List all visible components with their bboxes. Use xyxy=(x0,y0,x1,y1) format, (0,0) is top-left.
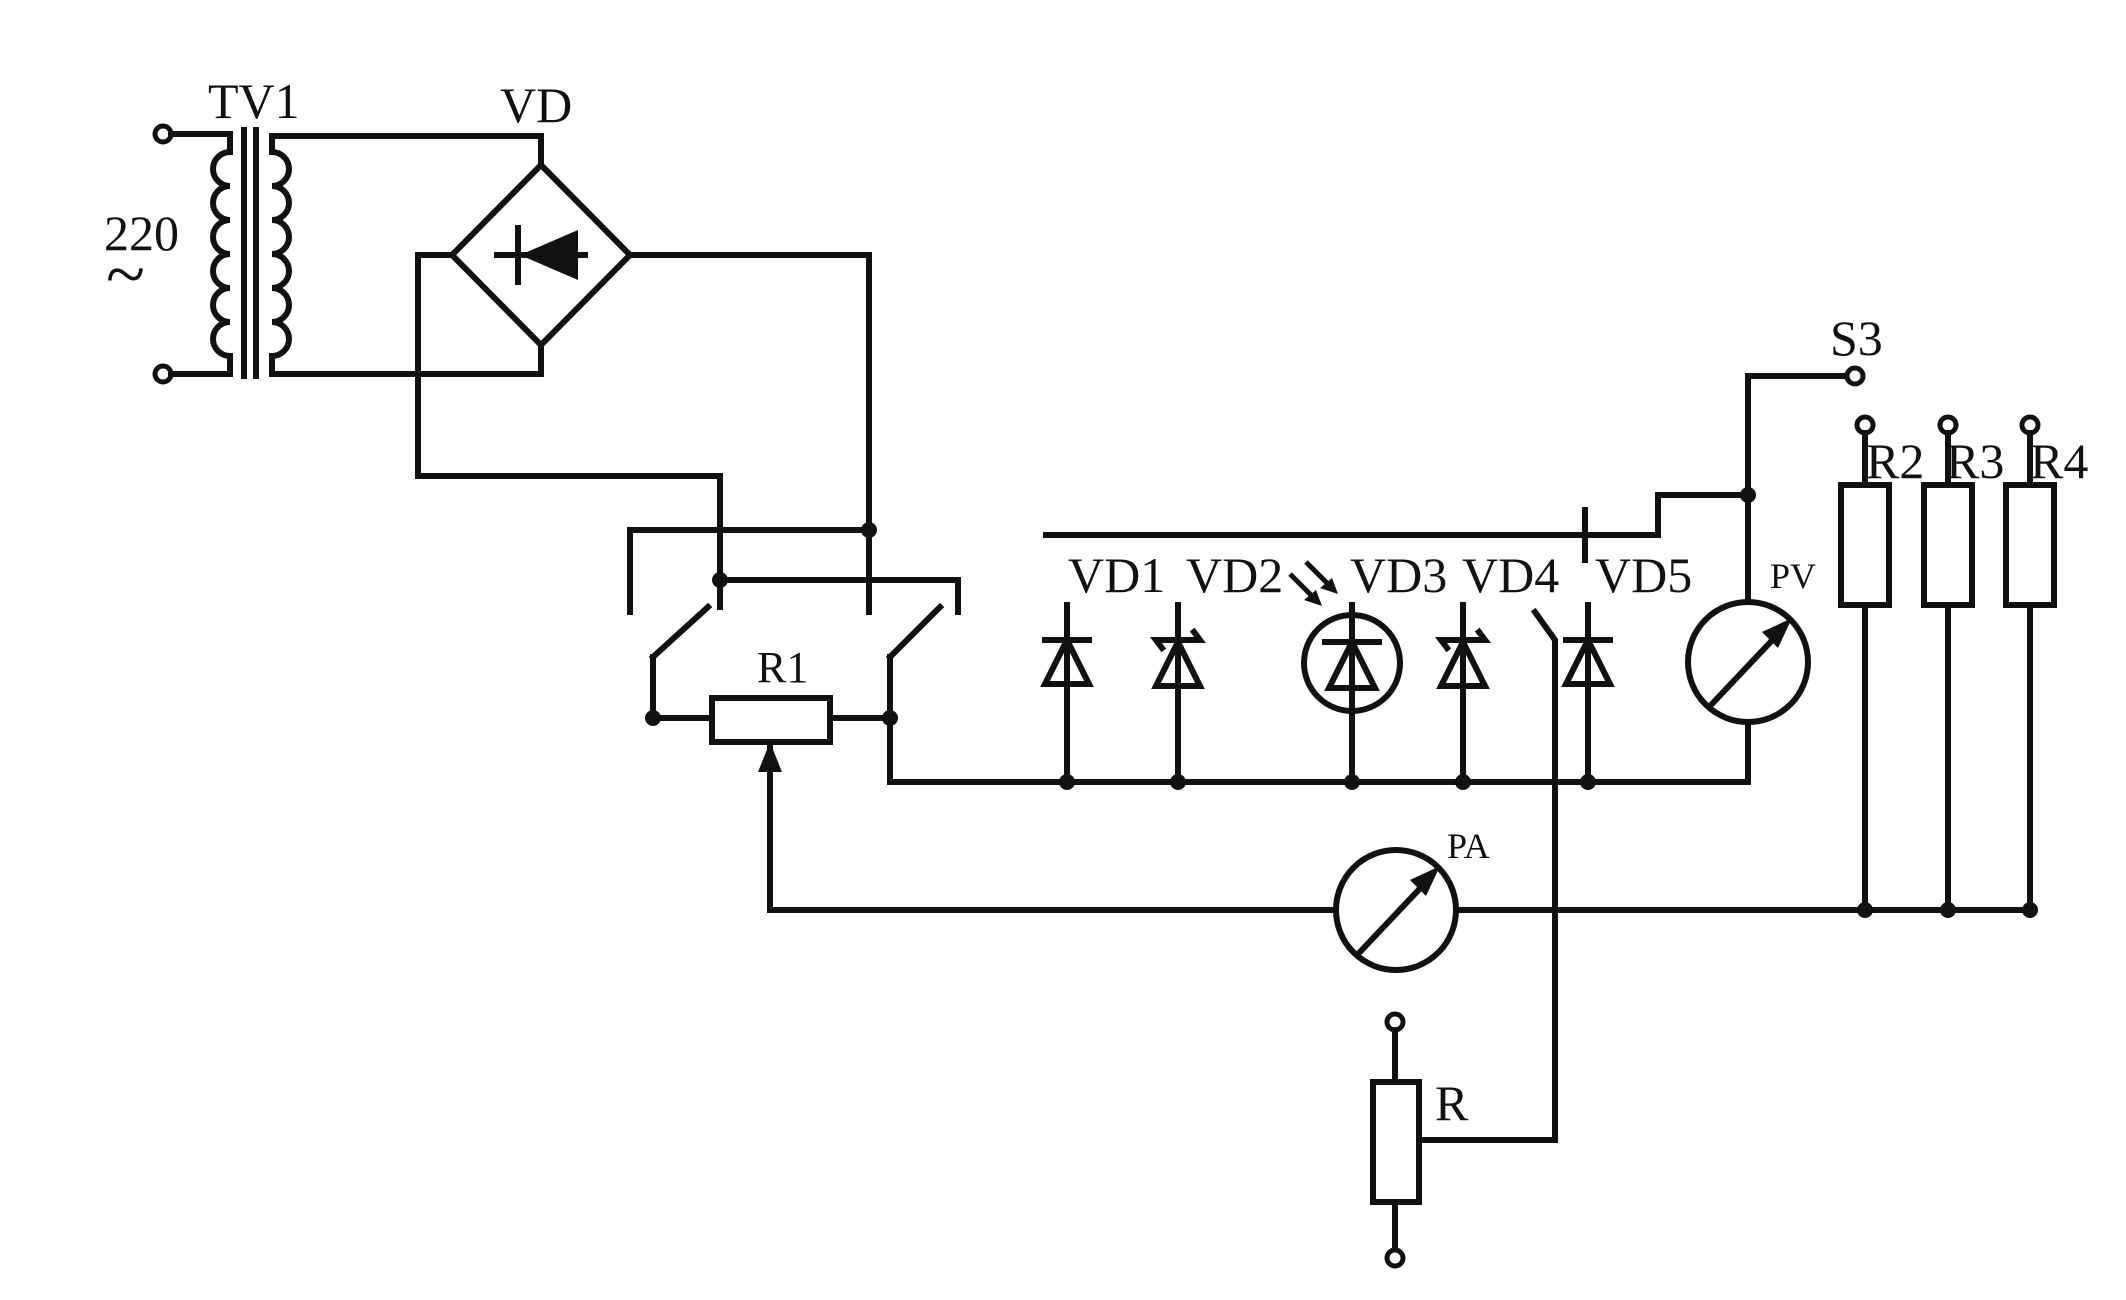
resistor-r[interactable] xyxy=(1370,1011,1422,1269)
label-r3: R3 xyxy=(1946,433,2004,489)
diode-vd3-led xyxy=(1288,560,1403,790)
diode-bus-top xyxy=(1043,492,1751,538)
primary-winding xyxy=(210,148,234,360)
label-r1: R1 xyxy=(757,643,808,692)
diode-vd5 xyxy=(1561,602,1615,790)
transformer-tv1 xyxy=(152,123,544,385)
wiper-arrow-icon xyxy=(758,742,782,772)
ammeter-pa xyxy=(767,847,2033,973)
label-vd4: VD4 xyxy=(1462,547,1559,603)
label-pa: PA xyxy=(1447,826,1490,866)
label-pv: PV xyxy=(1770,556,1816,596)
label-ac-symbol: ~ xyxy=(106,234,145,314)
resistor-r2[interactable] xyxy=(1838,414,1892,918)
resistor-r3[interactable] xyxy=(1921,414,1975,918)
label-r2: R2 xyxy=(1866,433,1924,489)
diode-bus-bottom xyxy=(887,715,1751,785)
diode-vd2 xyxy=(1150,602,1206,790)
label-vd2: VD2 xyxy=(1186,547,1283,603)
label-r: R xyxy=(1435,1075,1469,1131)
probe-wire[interactable] xyxy=(1422,607,1558,1143)
label-s3: S3 xyxy=(1830,310,1883,366)
voltmeter-pv xyxy=(1685,487,1811,785)
label-tv1: TV1 xyxy=(208,73,300,129)
potentiometer-r1[interactable] xyxy=(645,695,898,913)
voltmeter-needle-icon xyxy=(1762,618,1792,648)
resistor-r4[interactable] xyxy=(2003,414,2057,918)
label-vd1: VD1 xyxy=(1068,547,1165,603)
bridge-rectifier-vd xyxy=(415,160,872,583)
label-vd5: VD5 xyxy=(1595,547,1692,603)
label-mains-voltage: 220 xyxy=(104,205,179,261)
label-vd3: VD3 xyxy=(1350,547,1447,603)
secondary-winding xyxy=(268,148,292,360)
bridge-diode-icon xyxy=(520,230,578,280)
diode-vd4 xyxy=(1435,602,1491,790)
label-vd: VD xyxy=(500,77,572,133)
ammeter-needle-icon xyxy=(1410,866,1440,896)
label-r4: R4 xyxy=(2030,433,2088,489)
double-pole-switch[interactable] xyxy=(627,522,961,785)
switch-s3[interactable] xyxy=(1745,365,1866,498)
diode-vd1 xyxy=(1040,602,1094,790)
